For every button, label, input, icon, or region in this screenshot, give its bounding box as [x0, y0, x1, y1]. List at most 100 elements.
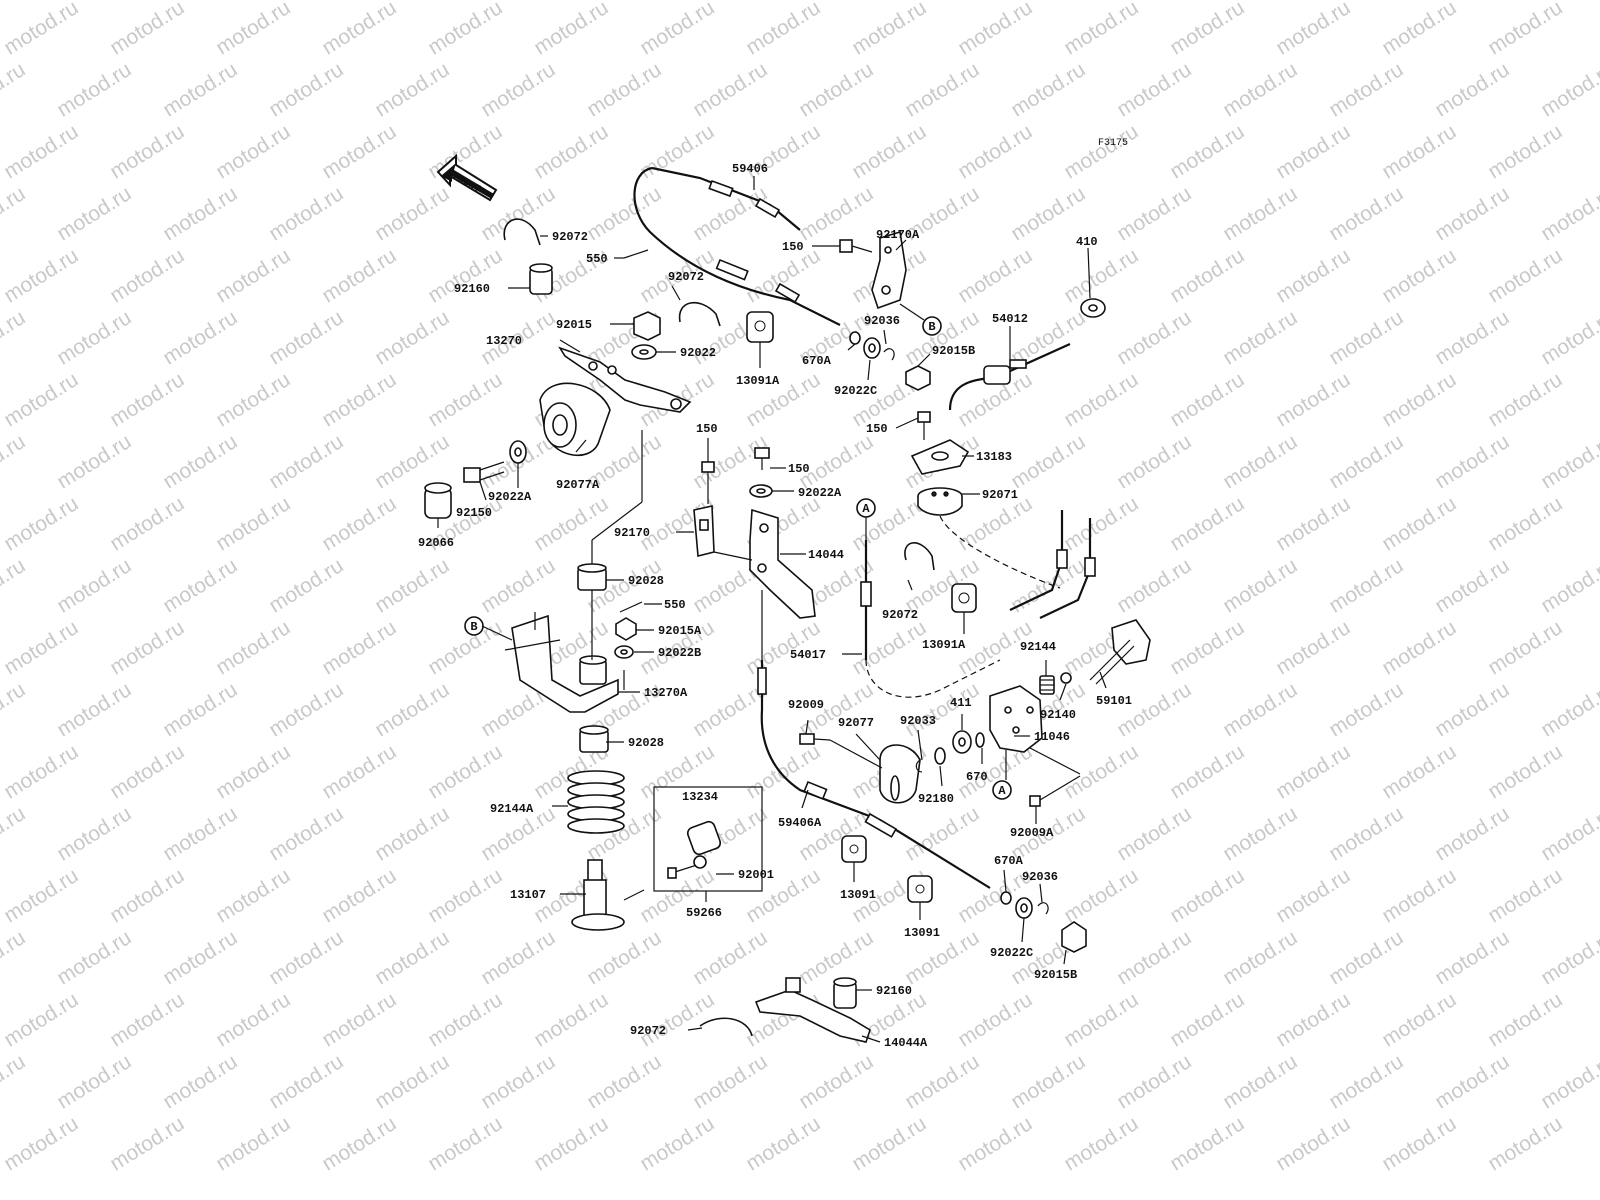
part-label: 92036 — [864, 314, 900, 328]
bracket-13270 — [558, 346, 692, 413]
screw-92009A — [1029, 775, 1081, 807]
part-label: 54012 — [992, 312, 1028, 326]
svg-text:A: A — [862, 502, 870, 516]
part-label: 92022 — [680, 346, 716, 360]
callout-a-lower: A — [992, 780, 1012, 800]
clamp-92072-mid — [678, 301, 721, 327]
part-label: 13091A — [736, 374, 780, 388]
screw-92009 — [799, 733, 831, 745]
part-label: 13183 — [976, 450, 1012, 464]
clip-92033 — [915, 759, 923, 773]
clamp-92072-right — [904, 542, 935, 571]
bolt-150-center-left — [701, 461, 715, 504]
part-label: 92150 — [456, 506, 492, 520]
holder-13091A-right — [951, 583, 977, 613]
svg-text:B: B — [928, 320, 935, 334]
part-labels: 59406 92170A 92072 92160 550 92072 150 4… — [418, 162, 1132, 1050]
knob-92077 — [829, 739, 921, 804]
spring-92144 — [1039, 675, 1055, 695]
holder-13091-left — [841, 835, 867, 863]
pulley-92077A — [539, 382, 611, 457]
part-label: 92009A — [1010, 826, 1054, 840]
callout-a-upper: A — [856, 498, 876, 518]
part-label: 92022C — [834, 384, 877, 398]
part-label: 92015 — [556, 318, 592, 332]
ball-92140 — [1060, 672, 1072, 684]
leader-lines — [437, 176, 1107, 1043]
part-label: 59266 — [686, 906, 722, 920]
holder-13091A-top — [746, 311, 774, 343]
ring-670 — [975, 732, 985, 748]
part-label: 59406 — [732, 162, 768, 176]
part-label: 150 — [788, 462, 810, 476]
front-arrow-icon: FRONT — [436, 153, 498, 202]
part-label: 92009 — [788, 698, 824, 712]
part-label: 92022A — [488, 490, 532, 504]
ring-670A-lower — [1000, 891, 1012, 905]
part-label: 92015A — [658, 624, 702, 638]
cotter-pin-550-lower — [619, 601, 643, 613]
part-label: 410 — [1076, 235, 1098, 249]
twin-cables — [1009, 510, 1096, 619]
part-label: 14044A — [884, 1036, 928, 1050]
pivot-shaft-13107 — [571, 859, 645, 931]
nut-92015 — [633, 311, 661, 341]
cable-54012 — [948, 342, 1071, 411]
plate-13183 — [910, 439, 970, 475]
washer-92022A-left — [509, 440, 527, 464]
shaft-59101 — [1089, 619, 1151, 685]
collar-92160-bottom — [833, 977, 857, 1009]
part-label: 92160 — [454, 282, 490, 296]
clamp-92072-top — [503, 218, 541, 246]
callout-b-lower: B — [464, 616, 484, 636]
part-label: 11046 — [1034, 730, 1070, 744]
part-label: 92036 — [1022, 870, 1058, 884]
bracket-92170A — [871, 230, 907, 310]
nut-92015B-upper — [905, 365, 931, 391]
part-label: 92072 — [552, 230, 588, 244]
part-label: 92144A — [490, 802, 534, 816]
part-label: 92022A — [798, 486, 842, 500]
cotter-pin-550-top — [623, 249, 649, 259]
holder-13091-right — [907, 875, 933, 903]
shift-cable — [757, 590, 991, 889]
bolt-92150 — [463, 461, 505, 483]
collar-92160-top — [529, 263, 553, 295]
washer-410 — [1080, 298, 1106, 318]
part-label: 92028 — [628, 574, 664, 588]
diagram-reference: F3175 — [1098, 138, 1128, 149]
callout-b-upper: B — [922, 316, 942, 336]
washer-92022C-upper — [863, 337, 881, 359]
part-label: 92066 — [418, 536, 454, 550]
part-label: 54017 — [790, 648, 826, 662]
part-label: 92180 — [918, 792, 954, 806]
bolt-150-upper — [839, 239, 873, 253]
clip-92036-upper — [883, 348, 895, 361]
part-label: 13091A — [922, 638, 966, 652]
part-label: 150 — [782, 240, 804, 254]
part-label: 13270A — [644, 686, 688, 700]
part-label: 92015B — [932, 344, 975, 358]
clip-92036-lower — [1037, 902, 1049, 915]
part-label: 59406A — [778, 816, 822, 830]
bolt-150-right — [917, 411, 931, 440]
kit-box-59266 — [653, 786, 763, 892]
washer-411 — [952, 730, 972, 754]
svg-text:A: A — [998, 784, 1006, 798]
part-label: 13270 — [486, 334, 522, 348]
cap-92066 — [424, 482, 452, 519]
part-label: 550 — [586, 252, 608, 266]
part-label: 150 — [866, 422, 888, 436]
nut-92015B-lower — [1061, 921, 1087, 953]
clip-92170 — [693, 505, 715, 558]
bracket-14044A — [754, 977, 871, 1043]
part-label: 92144 — [1020, 640, 1056, 654]
part-label: 670A — [802, 354, 832, 368]
part-label: 92160 — [876, 984, 912, 998]
bushing-92028-lower — [579, 725, 609, 753]
part-label: 13091 — [904, 926, 940, 940]
part-label: 92072 — [882, 608, 918, 622]
part-label: 13091 — [840, 888, 876, 902]
